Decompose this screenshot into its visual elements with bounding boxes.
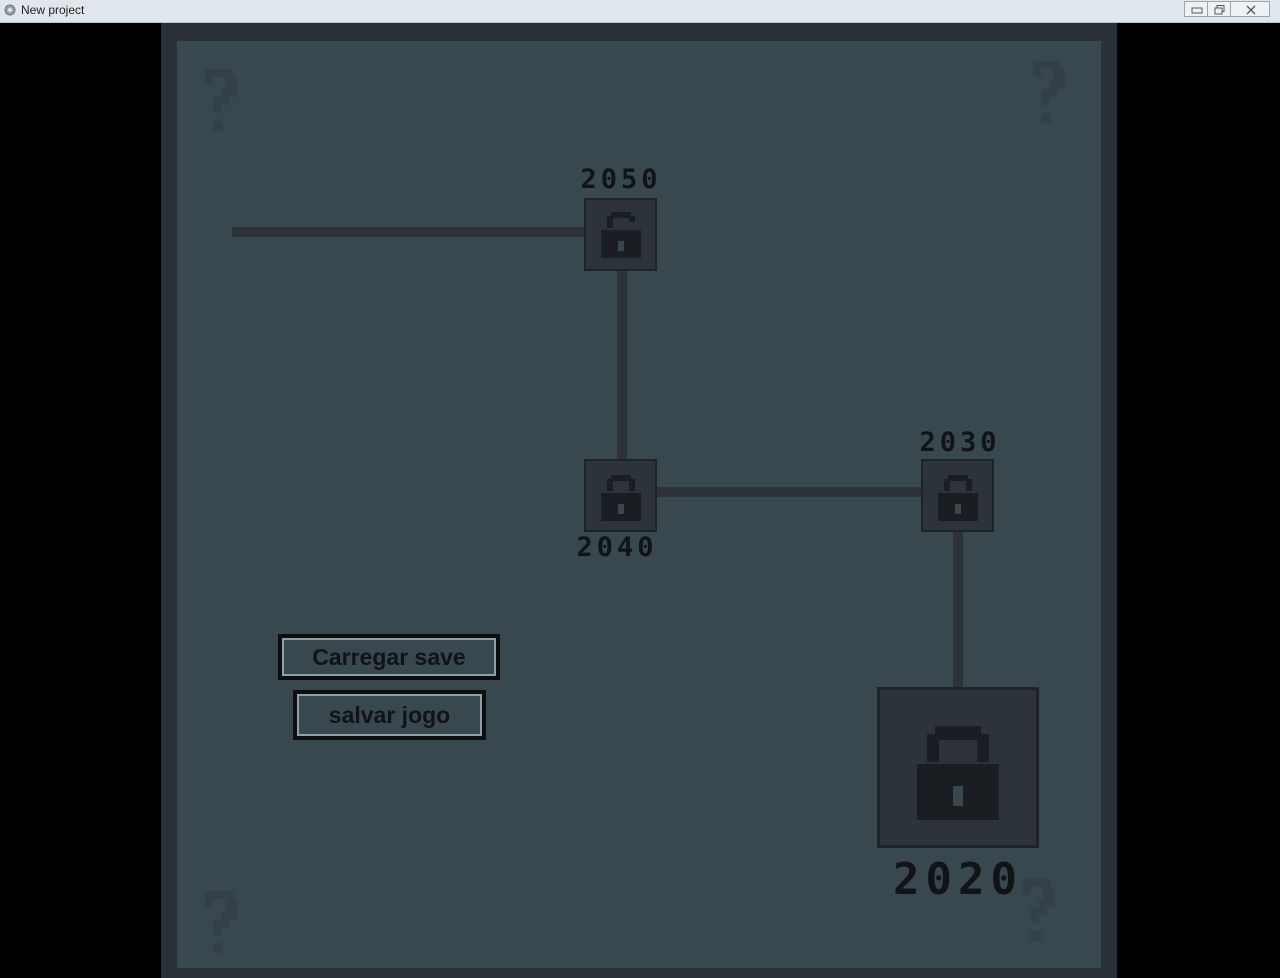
window-titlebar: New project: [0, 0, 1280, 23]
year-label-2020: 2020: [893, 854, 1023, 905]
year-label-2030: 2030: [919, 427, 1001, 458]
close-button[interactable]: [1230, 1, 1270, 17]
gear-icon: [4, 4, 16, 16]
connector-line: [617, 271, 627, 461]
restore-icon: [1214, 5, 1225, 15]
game-viewport: 2050 2040 2030: [161, 23, 1117, 978]
timeline-board: 2050 2040 2030: [177, 41, 1101, 968]
unlocked-padlock-icon: [601, 212, 641, 258]
padlock-icon: [917, 726, 999, 820]
timeline-node-2030[interactable]: [921, 459, 994, 532]
timeline-node-2040[interactable]: [584, 459, 657, 532]
window-controls: [1184, 1, 1270, 19]
connector-line: [953, 531, 963, 689]
close-icon: [1246, 5, 1256, 15]
question-mark-icon: [1033, 61, 1065, 123]
load-save-button[interactable]: Carregar save: [278, 634, 500, 680]
timeline-node-2020[interactable]: [877, 687, 1039, 848]
padlock-icon: [601, 475, 641, 521]
timeline-node-2050[interactable]: [584, 198, 657, 271]
year-label-2040: 2040: [576, 532, 658, 563]
save-game-button[interactable]: salvar jogo: [293, 690, 486, 740]
question-mark-icon: [1023, 879, 1055, 941]
minimize-icon: [1191, 7, 1203, 14]
restore-button[interactable]: [1207, 1, 1231, 17]
question-mark-icon: [205, 69, 237, 131]
question-mark-icon: [205, 891, 237, 953]
window-title: New project: [21, 3, 85, 17]
padlock-icon: [938, 475, 978, 521]
minimize-button[interactable]: [1184, 1, 1208, 17]
connector-line: [655, 487, 923, 497]
connector-line: [232, 227, 586, 237]
year-label-2050: 2050: [580, 164, 662, 195]
